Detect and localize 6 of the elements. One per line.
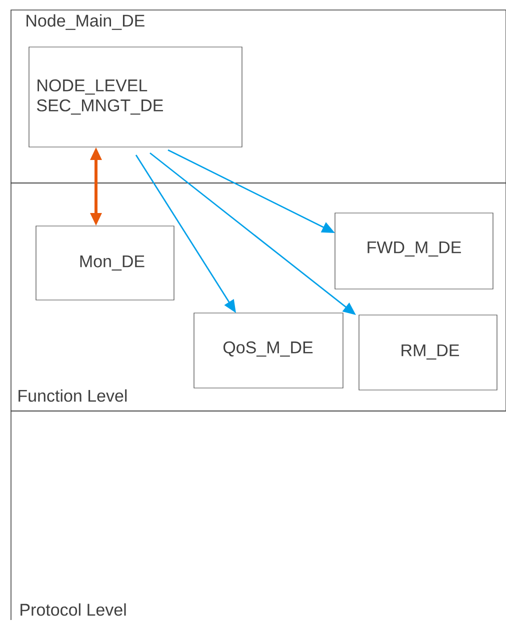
process-box: NODE_LEVEL SEC_MNGT_DE xyxy=(28,46,242,148)
process-box: RM_DE xyxy=(358,314,498,390)
level-band: Protocol Level xyxy=(10,410,506,620)
process-box: QoS_M_DE xyxy=(194,312,344,388)
process-box: Mon_DE xyxy=(36,226,174,300)
process-box: FWD_M_DE xyxy=(334,212,494,290)
